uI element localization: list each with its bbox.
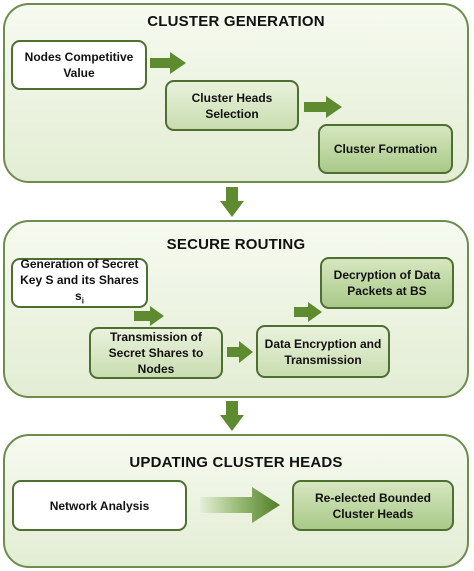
- node-network-analysis-label: Network Analysis: [49, 498, 150, 513]
- node-secret-generation-label: Generation of Secret Key S and its Share…: [20, 257, 139, 306]
- node-competitive-value: Nodes Competitive Value: [11, 40, 147, 90]
- arrow-generation-to-routing: [220, 187, 244, 217]
- node-encryption: Data Encryption and Transmission: [256, 325, 390, 378]
- arrow-to-reelected: [200, 487, 280, 523]
- panel-cluster-generation: CLUSTER GENERATION: [3, 3, 469, 183]
- node-transmission-shares: Transmission of Secret Shares to Nodes: [89, 327, 223, 379]
- arrow-to-cluster-formation: [304, 96, 342, 118]
- arrow-to-encryption: [227, 341, 253, 363]
- arrow-routing-to-updating: [220, 401, 244, 431]
- node-reelected: Re-elected Bounded Cluster Heads: [292, 480, 454, 531]
- node-competitive-value-label: Nodes Competitive Value: [24, 50, 134, 80]
- arrow-to-transmission-shares: [134, 306, 164, 326]
- panel-title-updating-heads: UPDATING CLUSTER HEADS: [129, 454, 343, 471]
- panel-title-secure-routing: SECURE ROUTING: [166, 236, 306, 253]
- node-reelected-label: Re-elected Bounded Cluster Heads: [314, 490, 431, 521]
- node-heads-selection: Cluster Heads Selection: [165, 80, 299, 131]
- secret-share-subscript: i: [81, 296, 84, 306]
- node-cluster-formation: Cluster Formation: [318, 124, 453, 174]
- node-transmission-shares-label: Transmission of Secret Shares to Nodes: [108, 330, 204, 376]
- arrow-to-heads-selection: [150, 52, 186, 74]
- node-secret-generation: Generation of Secret Key S and its Share…: [11, 257, 148, 308]
- panel-title-cluster-generation: CLUSTER GENERATION: [147, 13, 325, 30]
- panel-secure-routing: SECURE ROUTING: [3, 220, 469, 398]
- node-network-analysis: Network Analysis: [12, 480, 187, 531]
- node-encryption-label: Data Encryption and Transmission: [264, 336, 382, 367]
- arrow-to-decryption: [294, 302, 322, 322]
- node-cluster-formation-label: Cluster Formation: [333, 142, 438, 156]
- node-heads-selection-label: Cluster Heads Selection: [191, 90, 273, 121]
- node-decryption: Decryption of Data Packets at BS: [320, 257, 454, 309]
- node-decryption-label: Decryption of Data Packets at BS: [333, 268, 441, 298]
